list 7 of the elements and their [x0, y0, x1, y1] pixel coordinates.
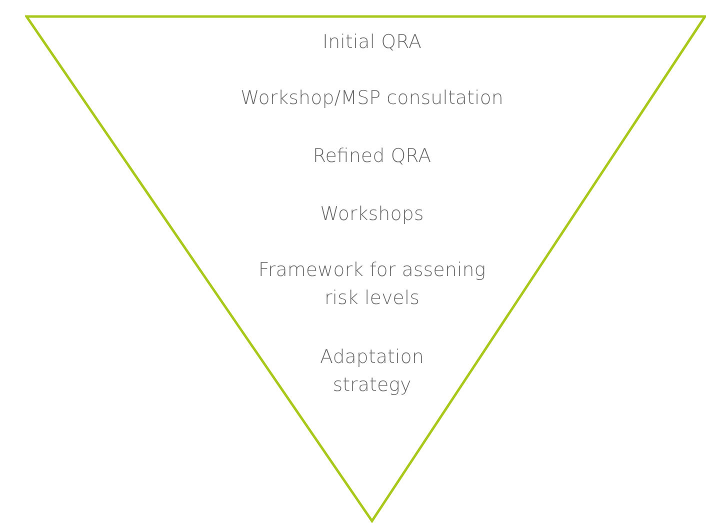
inverted-triangle [25, 15, 706, 523]
stage-label: Workshops [319, 202, 425, 227]
stage-label: Initial QRA [322, 30, 422, 55]
stage-label: Workshop/MSP consultation [240, 86, 504, 111]
stage-label: Refined QRA [312, 144, 432, 169]
stage-label: Adaptation strategy [319, 345, 425, 398]
stage-label: Framework for assening risk levels [257, 258, 487, 311]
